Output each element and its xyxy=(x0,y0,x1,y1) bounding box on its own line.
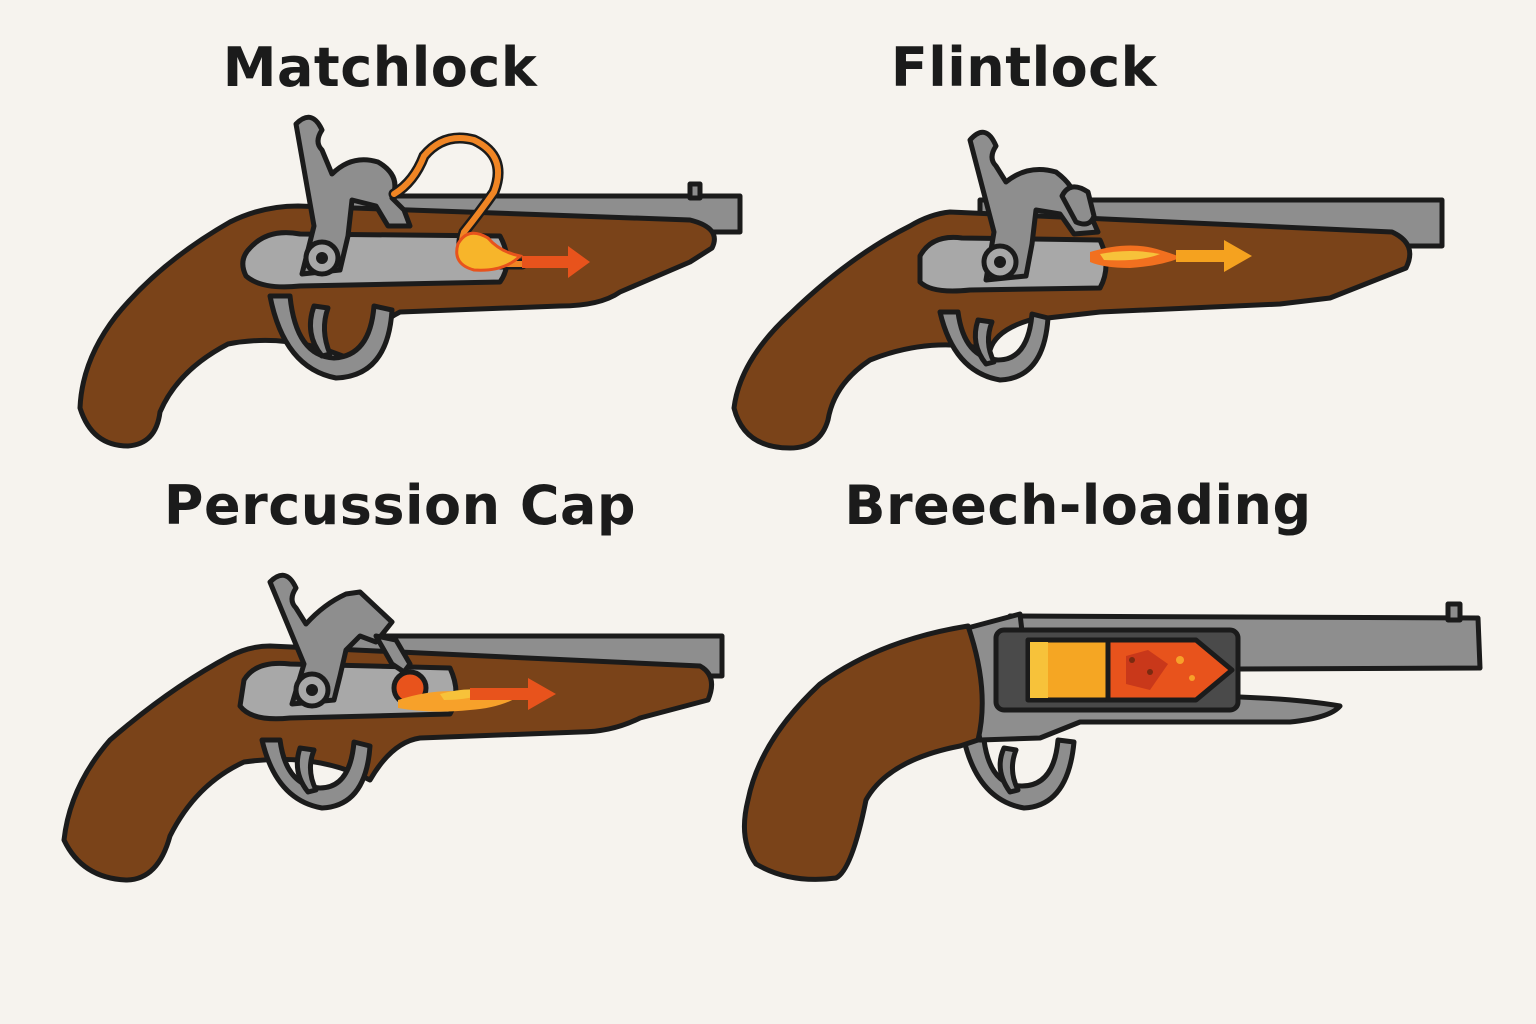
cartridge-icon xyxy=(1025,637,1235,703)
flint-spark-icon xyxy=(1090,240,1252,272)
flintlock-title: Flintlock xyxy=(890,36,1158,99)
cap-ignition-icon xyxy=(391,669,556,712)
matchlock-title: Matchlock xyxy=(222,36,538,99)
slow-match-flame-icon xyxy=(388,132,590,278)
percussion-cap-title: Percussion Cap xyxy=(163,474,637,537)
breech-loading-title: Breech-loading xyxy=(844,474,1312,537)
